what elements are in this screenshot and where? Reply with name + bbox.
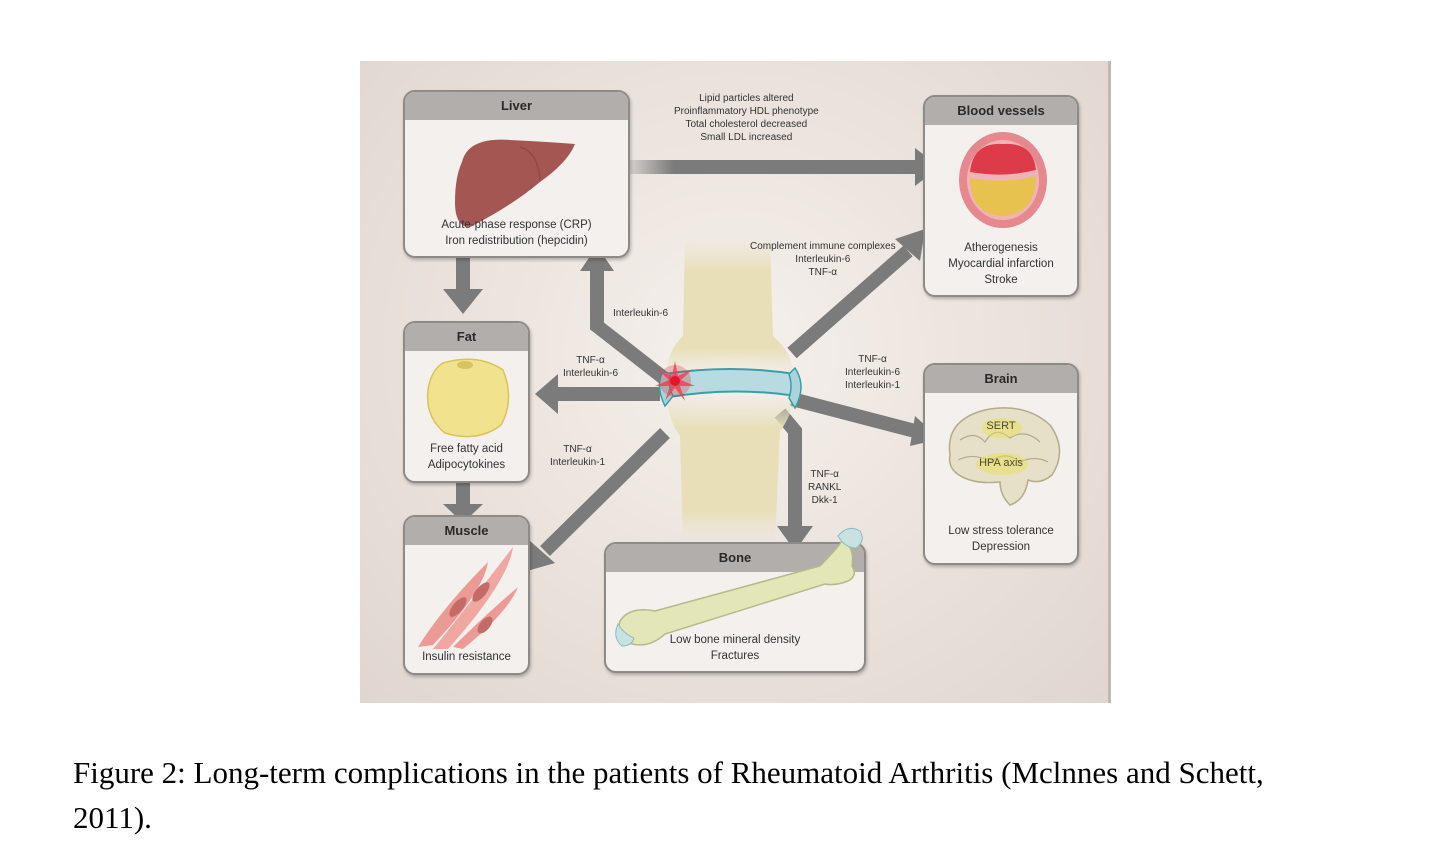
label-line: Complement immune complexes [750,241,896,252]
brain-icon [948,407,1061,506]
arrows-layer [443,148,940,573]
brain-region-sert: SERT [986,420,1016,432]
label-line: Small LDL increased [700,132,793,143]
liver-line: Iron redistribution (hepcidin) [445,235,588,247]
arrow-joint-to-liver [580,246,670,385]
label-line: Interleukin-6 [795,254,851,265]
joint-illustration [655,236,802,541]
blood-vessels-title: Blood vessels [925,97,1077,125]
fat-box: Fat Free fatty acid Adipocytokines [403,321,530,483]
artery-icon [959,132,1047,228]
vessels-line: Atherogenesis [964,242,1038,254]
label-joint-to-bone: TNF-α RANKL Dkk-1 [808,468,841,507]
brain-title: Brain [925,365,1077,393]
label-line: TNF-α [808,267,838,278]
label-line: RANKL [808,482,842,493]
label-joint-to-fat: TNF-α Interleukin-6 [563,354,618,380]
complications-figure: Liver Acute-phase response (CRP) Iron re… [360,61,1111,703]
label-joint-to-muscle: TNF-α Interleukin-1 [550,443,605,469]
label-liver-to-vessels: Lipid particles altered Proinflammatory … [674,92,819,144]
label-line: TNF-α [858,354,887,365]
label-line: TNF-α [810,469,839,480]
label-line: TNF-α [576,355,605,366]
arrow-fat-to-muscle [443,481,483,523]
figure-caption: Figure 2: Long-term complications in the… [73,750,1393,840]
inflammation-icon [655,361,695,401]
liver-box: Liver Acute-phase response (CRP) Iron re… [403,90,630,258]
muscle-line: Insulin resistance [422,651,511,663]
label-line: Interleukin-6 [563,368,619,379]
arrow-joint-to-vessels [787,229,925,359]
bone-line: Fractures [710,650,760,662]
liver-icon [455,139,575,227]
label-line: Dkk-1 [811,495,838,506]
bone-line: Low bone mineral density [669,634,801,646]
liver-line: Acute-phase response (CRP) [441,219,592,231]
fat-title: Fat [405,323,528,351]
label-line: Interleukin-6 [613,308,669,319]
liver-title: Liver [405,92,628,120]
fat-line: Adipocytokines [427,459,506,471]
vessels-line: Myocardial infarction [948,258,1054,270]
brain-line: Depression [971,541,1031,553]
fat-line: Free fatty acid [430,443,503,455]
femur-icon [615,527,863,647]
label-line: TNF-α [563,444,592,455]
vessels-line: Stroke [984,274,1018,286]
arrow-joint-to-brain [790,392,940,446]
label-joint-to-vessels: Complement immune complexes Interleukin-… [750,240,896,279]
muscle-title: Muscle [405,517,528,545]
arrow-liver-to-vessels [630,148,940,186]
arrow-liver-to-fat [443,251,483,314]
label-line: Lipid particles altered [699,93,794,104]
caption-line-2: 2011). [73,800,152,835]
label-line: Interleukin-1 [845,380,901,391]
label-line: Interleukin-6 [845,367,901,378]
blood-vessels-box: Blood vessels Atherogenesis Myocardial i… [923,95,1079,297]
label-line: Total cholesterol decreased [685,119,808,130]
label-joint-to-brain: TNF-α Interleukin-6 Interleukin-1 [845,353,900,392]
brain-line: Low stress tolerance [948,525,1054,537]
caption-line-1: Figure 2: Long-term complications in the… [73,755,1264,790]
muscle-box: Muscle Insulin resistance [403,515,530,675]
arrow-joint-to-fat [535,374,660,414]
label-line: Interleukin-1 [550,457,606,468]
brain-region-hpa: HPA axis [979,457,1023,469]
brain-box: Brain SERT HPA axis Low stress tolerance… [923,363,1079,565]
label-line: Proinflammatory HDL phenotype [674,106,819,117]
label-joint-to-liver: Interleukin-6 [613,307,668,320]
muscle-cells-icon [418,547,518,649]
fat-cell-icon [426,358,510,438]
